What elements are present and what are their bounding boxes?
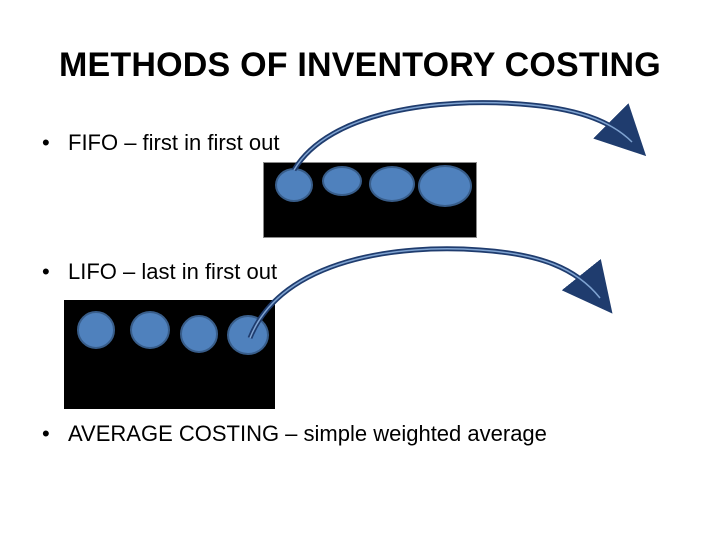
bullet-symbol: • — [42, 421, 50, 446]
fifo-disc-3 — [369, 166, 415, 202]
bullet-fifo: • FIFO – first in first out — [42, 130, 279, 156]
bullet-average: • AVERAGE COSTING – simple weighted avera… — [42, 421, 547, 447]
lifo-arrow-inner — [249, 248, 601, 339]
fifo-arrow — [291, 100, 647, 172]
bullet-symbol: • — [42, 259, 50, 284]
fifo-disc-4 — [418, 165, 472, 207]
fifo-arrow-inner — [293, 101, 633, 171]
lifo-disc-1 — [77, 311, 115, 349]
lifo-disc-3 — [180, 315, 218, 353]
bullet-symbol: • — [42, 130, 50, 155]
lifo-disc-2 — [130, 311, 170, 349]
bullet-fifo-text: FIFO – first in first out — [68, 130, 280, 155]
fifo-disc-2 — [322, 166, 362, 196]
bullet-lifo: • LIFO – last in first out — [42, 259, 277, 285]
bullet-lifo-text: LIFO – last in first out — [68, 259, 278, 284]
lifo-disc-4 — [227, 315, 269, 355]
slide-title: METHODS OF INVENTORY COSTING — [59, 46, 661, 84]
bullet-average-text: AVERAGE COSTING – simple weighted averag… — [68, 421, 547, 446]
